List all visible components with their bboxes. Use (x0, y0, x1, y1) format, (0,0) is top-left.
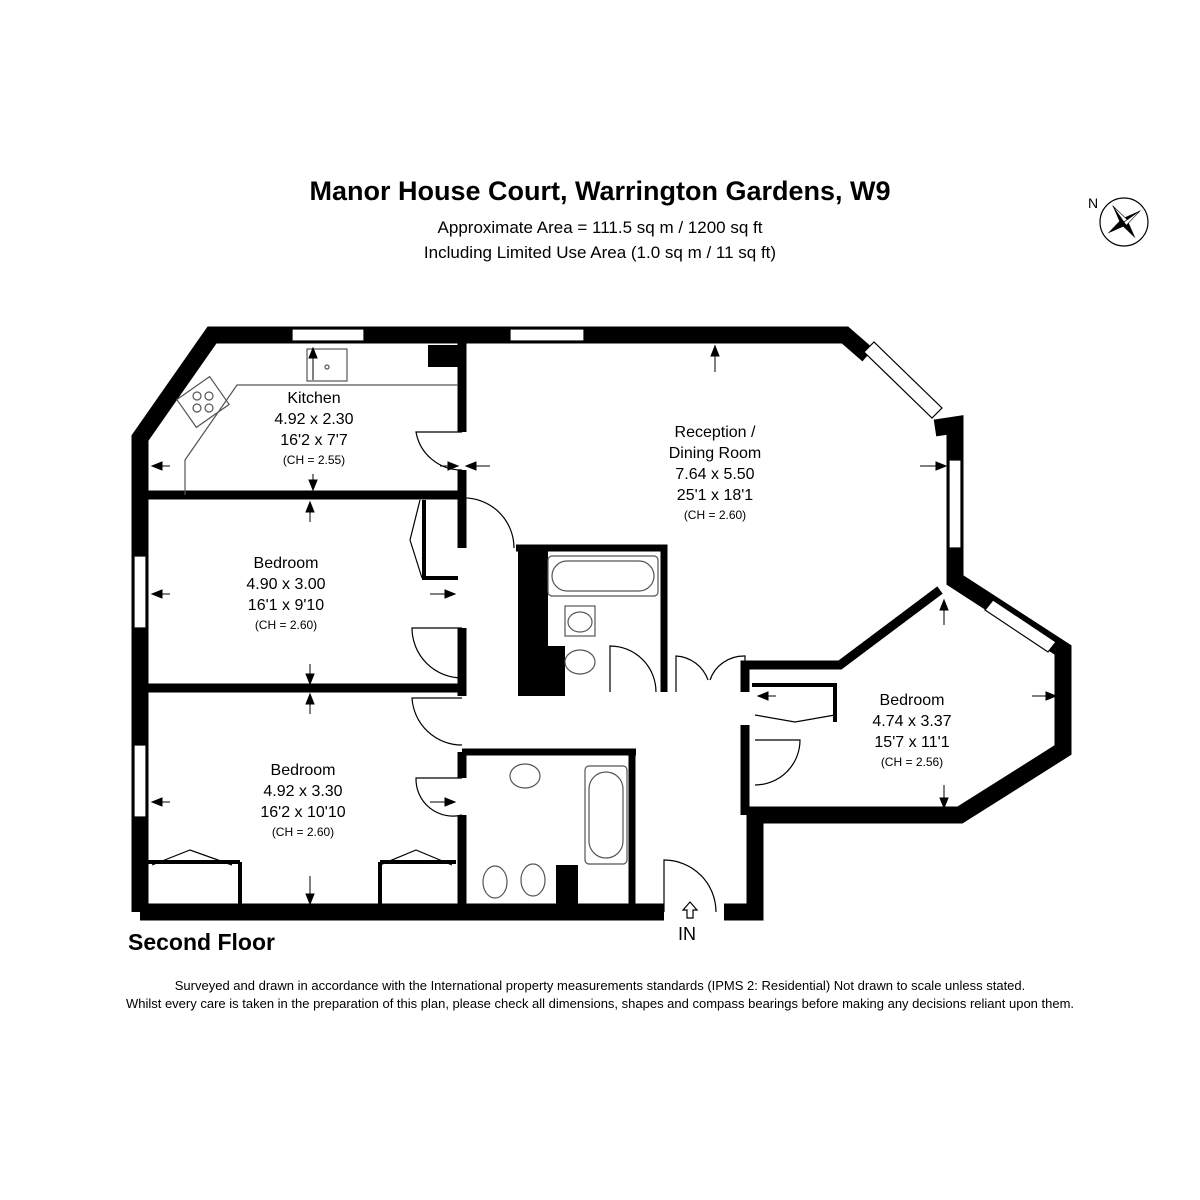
compass-rose-icon: N (1088, 195, 1149, 247)
bathroom-fixtures (482, 555, 659, 899)
room-imperial: 25'1 x 18'1 (676, 487, 754, 504)
disclaimer-line-1: Surveyed and drawn in accordance with th… (174, 978, 1026, 993)
windows (133, 328, 1057, 818)
approximate-area: Approximate Area = 111.5 sq m / 1200 sq … (437, 218, 763, 237)
room-ceiling: (CH = 2.60) (254, 618, 318, 632)
room-ceiling: (CH = 2.55) (282, 453, 346, 467)
disclaimer-line-2: Whilst every care is taken in the prepar… (125, 996, 1075, 1011)
dimension-arrows (150, 344, 1058, 906)
floor-label: Second Floor (128, 929, 275, 955)
compass-north-label: N (1088, 195, 1098, 211)
room-kitchen: Kitchen 4.92 x 2.30 16'2 x 7'7 (CH = 2.5… (262, 388, 366, 469)
room-imperial: 16'2 x 7'7 (280, 432, 348, 449)
room-imperial: 16'2 x 10'10 (260, 804, 346, 821)
plan-title: Manor House Court, Warrington Gardens, W… (309, 176, 891, 206)
room-bedroom-2: Bedroom 4.92 x 3.30 16'2 x 10'10 (CH = 2… (238, 760, 368, 841)
entrance-label: IN (678, 924, 696, 944)
room-name: Reception / (674, 424, 756, 441)
room-name: Kitchen (287, 390, 341, 407)
wardrobes (148, 500, 837, 905)
room-name: Bedroom (879, 692, 945, 709)
room-bedroom-1: Bedroom 4.90 x 3.00 16'1 x 9'10 (CH = 2.… (226, 553, 346, 634)
room-metric: 7.64 x 5.50 (675, 466, 755, 483)
room-imperial: 16'1 x 9'10 (247, 597, 325, 614)
room-metric: 4.90 x 3.00 (246, 576, 326, 593)
limited-use-area: Including Limited Use Area (1.0 sq m / 1… (423, 243, 777, 262)
room-name: Bedroom (270, 762, 336, 779)
room-imperial: 15'7 x 11'1 (874, 734, 950, 751)
room-ceiling: (CH = 2.60) (683, 508, 747, 522)
room-ceiling: (CH = 2.60) (271, 825, 335, 839)
room-ceiling: (CH = 2.56) (880, 755, 944, 769)
room-metric: 4.92 x 3.30 (263, 783, 343, 800)
kitchen-worktop (176, 348, 458, 495)
entrance-arrow-icon (681, 901, 699, 919)
room-bedroom-3: Bedroom 4.74 x 3.37 15'7 x 11'1 (CH = 2.… (852, 690, 972, 771)
room-metric: 4.74 x 3.37 (872, 713, 952, 730)
room-name: Bedroom (253, 555, 319, 572)
room-reception: Reception / Dining Room 7.64 x 5.50 25'1… (640, 422, 790, 524)
room-name-line2: Dining Room (668, 445, 762, 462)
room-metric: 4.92 x 2.30 (274, 411, 354, 428)
